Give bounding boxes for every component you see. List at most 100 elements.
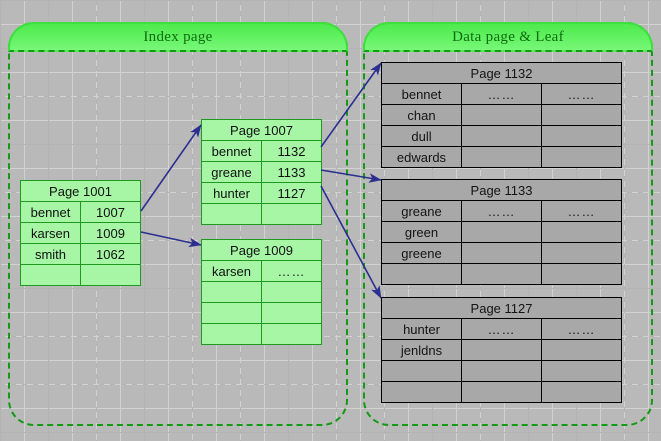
cell-pointer (261, 323, 322, 345)
cell-value (461, 125, 542, 147)
cell-key: bennet (201, 140, 262, 162)
cell-key: chan (381, 104, 462, 126)
table-title-page-1009: Page 1009 (201, 239, 322, 261)
table-title-page-1127: Page 1127 (380, 297, 623, 319)
cell-key: karsen (20, 222, 81, 244)
cell-value (461, 146, 542, 168)
cell-pointer: 1009 (80, 222, 141, 244)
cell-key: smith (20, 243, 81, 265)
cell-pointer: 1133 (261, 161, 322, 183)
cell-key: greane (381, 200, 462, 222)
cell-key: edwards (381, 146, 462, 168)
cell-key: greane (201, 161, 262, 183)
cell-pointer (80, 264, 141, 286)
cell-value: …… (461, 200, 542, 222)
cell-value: …… (540, 83, 623, 105)
cell-value (461, 381, 542, 403)
cell-pointer: 1132 (261, 140, 322, 162)
table-page-1133: Page 1133 greane …… …… green greene (380, 179, 623, 285)
cell-key: bennet (20, 201, 81, 223)
cell-value (461, 104, 542, 126)
cell-value (540, 381, 623, 403)
cell-key (201, 203, 262, 225)
table-row: greane 1133 (201, 161, 322, 183)
data-page-banner: Data page & Leaf (363, 22, 653, 52)
table-header-row: Page 1009 (201, 239, 322, 261)
table-row: dull (381, 125, 623, 147)
cell-value (540, 242, 623, 264)
cell-pointer (261, 302, 322, 324)
cell-pointer: 1127 (261, 182, 322, 204)
cell-key: karsen (201, 260, 262, 282)
cell-pointer: 1062 (80, 243, 141, 265)
table-row: greene (381, 242, 623, 264)
cell-value (540, 263, 623, 285)
cell-value (540, 125, 623, 147)
cell-value (461, 360, 542, 382)
cell-key: green (381, 221, 462, 243)
cell-key (201, 281, 262, 303)
table-header-row: Page 1007 (201, 119, 322, 141)
table-row (381, 360, 623, 382)
table-row: smith 1062 (20, 243, 141, 265)
cell-value: …… (461, 83, 542, 105)
table-row (201, 302, 322, 324)
cell-key: bennet (381, 83, 462, 105)
table-page-1127: Page 1127 hunter …… …… jenldns (380, 297, 623, 403)
cell-pointer (261, 203, 322, 225)
cell-pointer (261, 281, 322, 303)
data-page-title: Data page & Leaf (452, 28, 564, 45)
cell-key (201, 323, 262, 345)
cell-value: …… (540, 200, 623, 222)
cell-value (540, 360, 623, 382)
table-row: jenldns (381, 339, 623, 361)
cell-key: dull (381, 125, 462, 147)
cell-key (381, 263, 462, 285)
table-row: bennet …… …… (381, 83, 623, 105)
index-page-title: Index page (143, 28, 213, 45)
cell-key (381, 360, 462, 382)
cell-value (540, 339, 623, 361)
data-page-container: Data page & Leaf (363, 22, 653, 426)
cell-key: hunter (381, 318, 462, 340)
cell-value (461, 339, 542, 361)
table-title-page-1001: Page 1001 (20, 180, 141, 202)
cell-pointer: 1007 (80, 201, 141, 223)
table-row (381, 263, 623, 285)
table-header-row: Page 1133 (380, 179, 623, 201)
cell-value (461, 221, 542, 243)
cell-value (461, 242, 542, 264)
table-row: bennet 1132 (201, 140, 322, 162)
cell-value (540, 221, 623, 243)
table-row (201, 281, 322, 303)
table-row (381, 381, 623, 403)
table-row: bennet 1007 (20, 201, 141, 223)
table-page-1001: Page 1001 bennet 1007 karsen 1009 smith … (20, 180, 141, 286)
cell-key: jenldns (381, 339, 462, 361)
cell-pointer: …… (261, 260, 322, 282)
cell-key (381, 381, 462, 403)
table-title-page-1132: Page 1132 (380, 62, 623, 84)
table-page-1009: Page 1009 karsen …… (201, 239, 322, 345)
index-page-banner: Index page (8, 22, 348, 52)
cell-value (540, 104, 623, 126)
table-row (20, 264, 141, 286)
table-row: karsen …… (201, 260, 322, 282)
table-row (201, 203, 322, 225)
cell-value (461, 263, 542, 285)
cell-key (201, 302, 262, 324)
table-row: chan (381, 104, 623, 126)
table-page-1132: Page 1132 bennet …… …… chan dull edwards (380, 62, 623, 168)
table-header-row: Page 1001 (20, 180, 141, 202)
cell-value: …… (461, 318, 542, 340)
table-row: edwards (381, 146, 623, 168)
table-row: green (381, 221, 623, 243)
cell-key (20, 264, 81, 286)
cell-value (540, 146, 623, 168)
table-title-page-1133: Page 1133 (380, 179, 623, 201)
table-page-1007: Page 1007 bennet 1132 greane 1133 hunter… (201, 119, 322, 225)
table-row (201, 323, 322, 345)
cell-value: …… (540, 318, 623, 340)
table-header-row: Page 1127 (380, 297, 623, 319)
